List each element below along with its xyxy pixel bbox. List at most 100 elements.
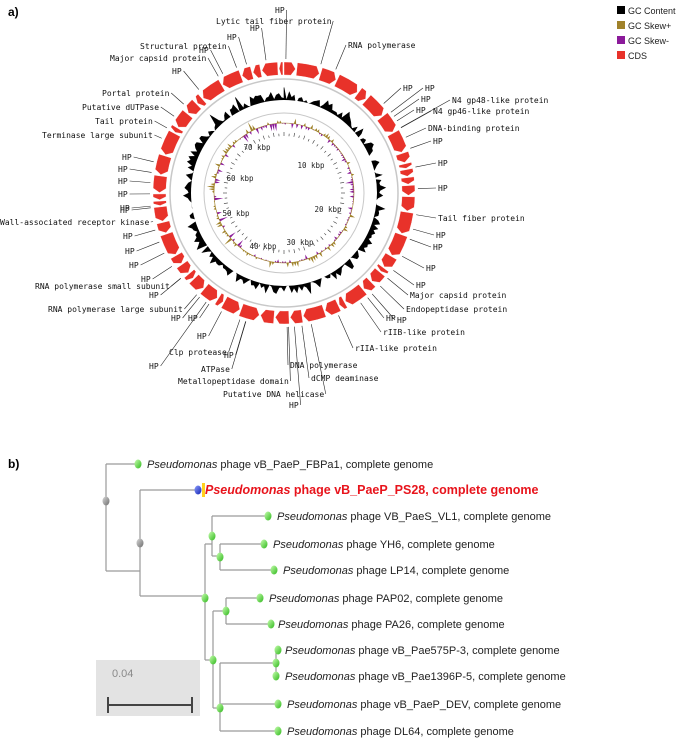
- phylogenetic-tree: Pseudomonas phage vB_PaeP_FBPa1, complet…: [102, 459, 566, 738]
- gene-leader-line: [396, 109, 415, 122]
- gc-skew-segment: [276, 259, 280, 263]
- gene-leader-line: [410, 140, 432, 149]
- gene-label: Structural protein: [140, 42, 227, 51]
- gc-skew-segment: [344, 160, 347, 163]
- gene-leader-line: [228, 319, 241, 353]
- gc-skew-segment: [206, 185, 215, 189]
- kbp-tick: [226, 171, 231, 174]
- taxon-label: Pseudomonas phage YH6, complete genome: [273, 539, 495, 551]
- gene-label: Tail fiber protein: [438, 214, 525, 223]
- taxon-name: phage vB_Pae575P-3, complete genome: [355, 645, 559, 657]
- gc-skew-segment: [300, 125, 304, 130]
- leaf-node: [267, 619, 275, 629]
- gene-label: HP: [118, 165, 128, 174]
- cds-arrow: [318, 67, 337, 85]
- cds-arrow: [252, 64, 263, 79]
- kbp-tick: [335, 167, 339, 170]
- taxon-genus: Pseudomonas: [273, 539, 344, 551]
- gc-skew-segment: [296, 124, 299, 129]
- gc-skew-segment: [349, 214, 356, 218]
- kbp-tick: [249, 239, 252, 242]
- taxon-genus: Pseudomonas: [285, 645, 356, 657]
- cds-arrow: [160, 231, 180, 255]
- gc-skew-segment: [288, 259, 292, 263]
- gene-leader-line: [320, 20, 334, 65]
- gene-leader-line: [338, 315, 354, 349]
- gene-leader-line: [393, 270, 415, 286]
- gc-skew-segment: [216, 171, 220, 174]
- kbp-tick: [320, 146, 324, 150]
- taxon-name: phage LP14, complete genome: [353, 565, 509, 577]
- gc-skew-segment: [215, 221, 222, 225]
- kbp-tick: [303, 246, 306, 251]
- kbp-tick: [335, 216, 339, 219]
- gc-skew-segment: [310, 124, 314, 130]
- kbp-tick: [273, 249, 275, 254]
- kbp-tick: [330, 225, 333, 228]
- gc-skew-segment: [333, 144, 337, 147]
- gc-skew-segment: [279, 120, 282, 124]
- gene-leader-line: [228, 45, 237, 68]
- kbp-label: 10 kbp: [297, 161, 325, 170]
- gene-label: Major capsid protein: [110, 54, 207, 63]
- cds-arrow: [395, 151, 411, 163]
- kbp-tick: [223, 182, 228, 184]
- gene-label: Lytic tail fiber protein: [216, 17, 332, 26]
- cds-arrow: [278, 61, 284, 76]
- kbp-tick: [333, 221, 337, 224]
- cds-arrow: [160, 130, 181, 155]
- legend-label: GC Content: [628, 6, 676, 16]
- gene-label: HP: [436, 231, 446, 240]
- kbp-tick: [235, 158, 238, 161]
- cds-arrow: [222, 69, 244, 89]
- gene-leader-line: [371, 293, 396, 321]
- kbp-tick: [237, 153, 241, 157]
- gene-label: HP: [426, 264, 436, 273]
- taxon-name: phage YH6, complete genome: [343, 539, 494, 551]
- kbp-tick: [298, 135, 300, 139]
- gc-skew-segment: [255, 256, 258, 260]
- highlight-marker: [202, 483, 205, 497]
- gc-skew-baseline: [213, 122, 355, 264]
- gene-leader-line: [207, 57, 219, 77]
- gc-skew-segment: [328, 244, 331, 247]
- gc-skew-segment: [350, 178, 353, 181]
- gene-label: HP: [224, 351, 234, 360]
- gene-label: DNA-binding protein: [428, 124, 520, 133]
- internal-node: [216, 552, 224, 562]
- kbp-tick: [312, 140, 315, 144]
- taxon-genus: Pseudomonas: [287, 699, 358, 711]
- legend-swatch: [617, 51, 625, 59]
- gc-skew-segment: [224, 153, 229, 158]
- gc-skew-segment: [216, 223, 223, 228]
- taxon-name: phage vB_Pae1396P-5, complete genome: [355, 671, 565, 683]
- gc-skew-segment: [341, 158, 346, 162]
- gene-leader-line: [129, 180, 151, 183]
- gene-leader-line: [405, 127, 427, 138]
- gc-skew-segment: [343, 228, 348, 232]
- cds-arrow: [354, 87, 367, 102]
- cds-arrow: [220, 296, 241, 315]
- gc-skew-segment: [274, 123, 277, 132]
- taxon-genus: Pseudomonas: [269, 593, 340, 605]
- internal-node: [222, 606, 230, 616]
- gene-leader-line: [367, 297, 385, 319]
- kbp-tick: [241, 233, 244, 236]
- gc-skew-segment: [271, 123, 275, 131]
- gc-skew-segment: [247, 121, 254, 132]
- cds-arrow: [401, 184, 416, 196]
- kbp-label: 30 kbp: [286, 238, 314, 247]
- kbp-tick: [307, 138, 310, 142]
- gc-skew-segment: [269, 261, 272, 268]
- gene-label: HP: [149, 291, 159, 300]
- cds-arrow: [214, 292, 225, 307]
- gc-skew-segment: [314, 128, 318, 132]
- inner-guide-circle: [203, 112, 365, 274]
- gene-label: Putative DNA helicase: [223, 390, 324, 399]
- gc-skew-segment: [237, 240, 244, 247]
- taxon-genus: Pseudomonas: [277, 511, 348, 523]
- taxon-name: phage PA26, complete genome: [348, 619, 504, 631]
- taxon-label: Pseudomonas phage vB_Pae575P-3, complete…: [285, 645, 560, 657]
- kbp-tick: [226, 177, 230, 179]
- gc-skew-segment: [342, 155, 345, 158]
